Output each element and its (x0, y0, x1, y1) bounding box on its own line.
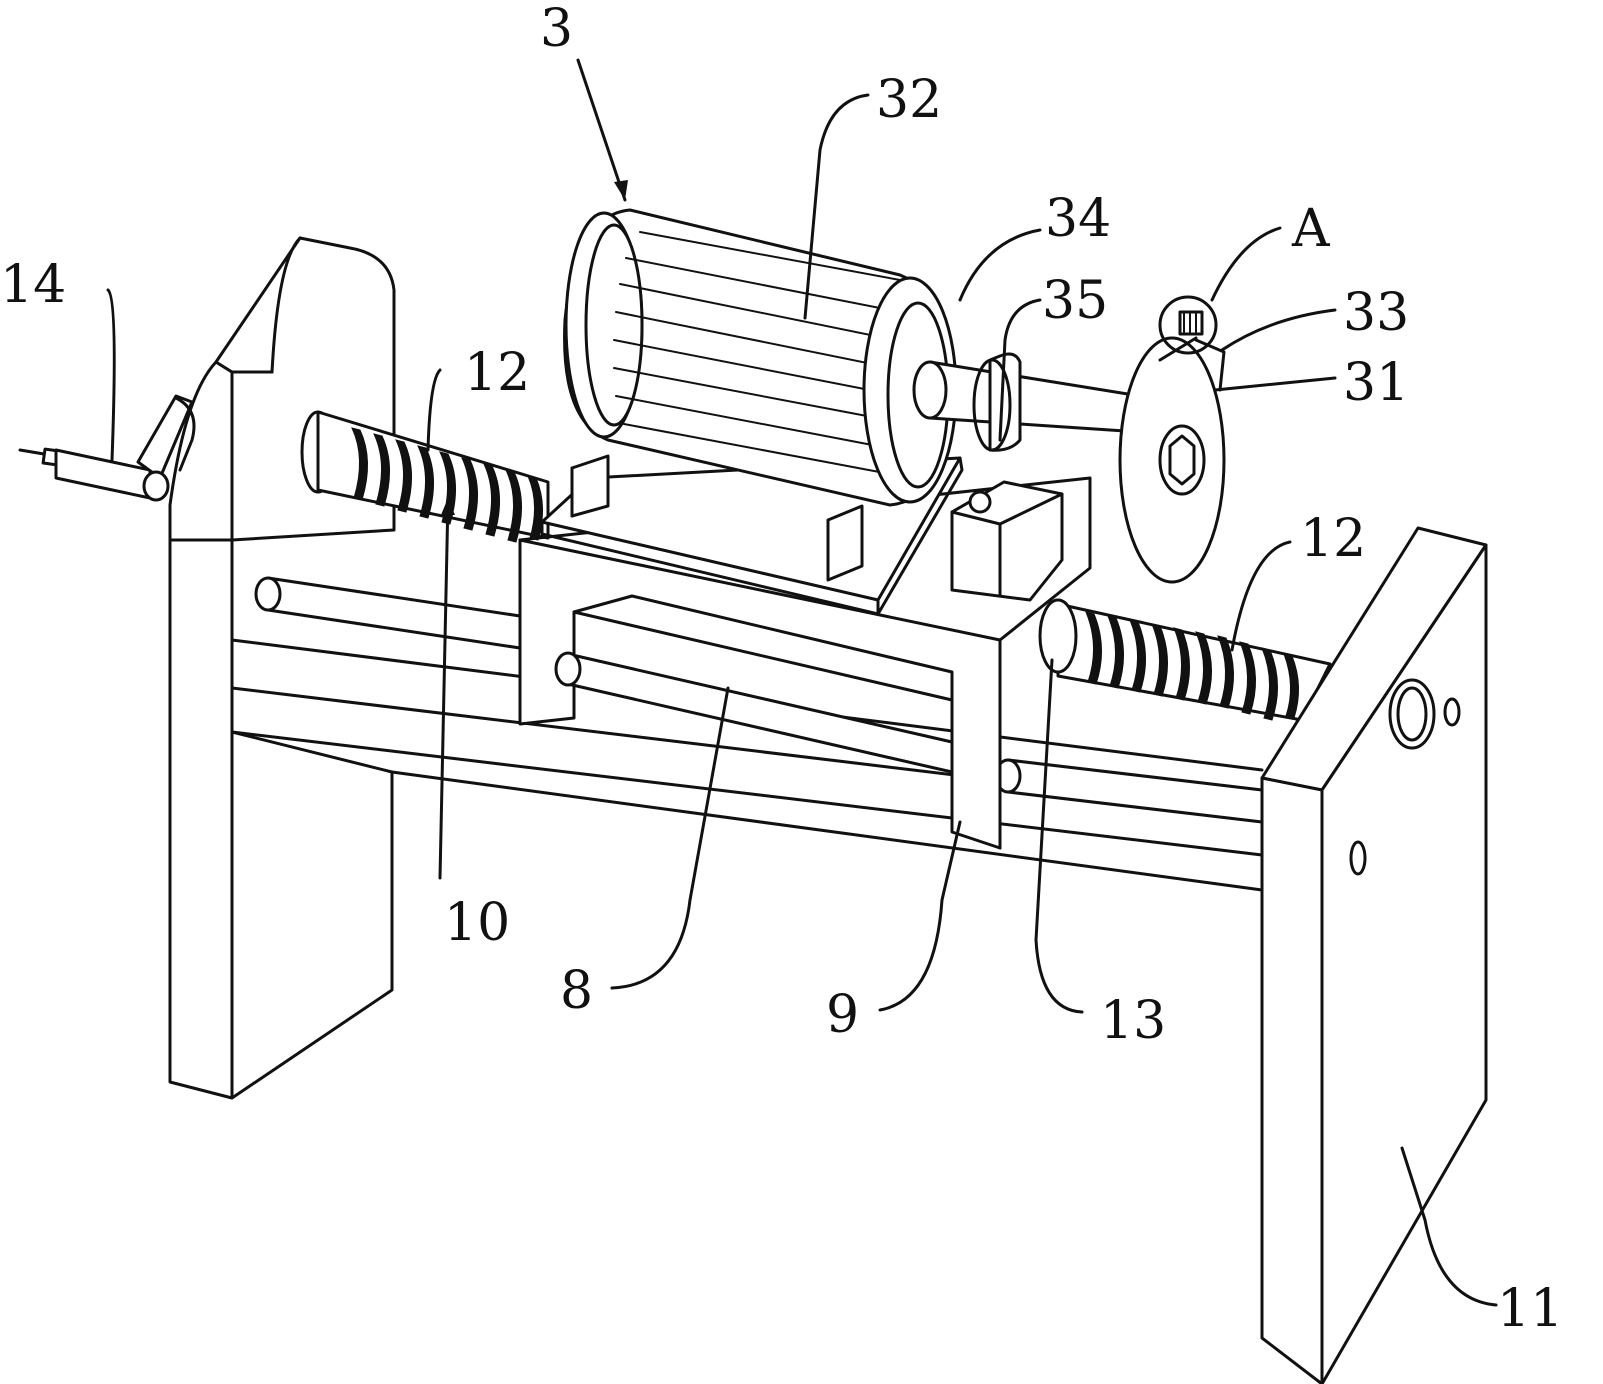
detail-a-marker (1158, 295, 1218, 355)
label-32: 32 (876, 70, 942, 130)
cutting-disc (1118, 336, 1226, 584)
label-13: 13 (1100, 991, 1166, 1051)
leader-lines (106, 58, 1498, 1307)
left-lead-screw (316, 410, 550, 543)
left-side-plate (168, 236, 396, 1100)
label-34: 34 (1045, 189, 1111, 249)
hand-crank (18, 394, 196, 502)
right-screw-threads (1085, 611, 1300, 721)
reference-labels: 3 32 34 35 A 33 31 14 12 12 10 8 9 13 11 (0, 0, 1563, 1339)
carriage-block (518, 476, 1092, 850)
bearing-block (950, 480, 1064, 602)
label-14: 14 (0, 255, 66, 315)
motor-cooling-fins (613, 231, 901, 475)
label-12-left: 12 (464, 343, 530, 403)
label-10: 10 (444, 893, 510, 953)
label-3: 3 (540, 0, 573, 59)
label-33: 33 (1343, 283, 1409, 343)
label-12-right: 12 (1300, 509, 1366, 569)
motor-feet (570, 454, 864, 582)
label-8: 8 (560, 961, 593, 1021)
left-screw-threads (351, 427, 544, 543)
right-lead-screw (1038, 598, 1332, 722)
label-31: 31 (1343, 353, 1409, 413)
right-side-plate (1260, 526, 1488, 1384)
label-a: A (1291, 199, 1331, 259)
label-35: 35 (1042, 271, 1108, 331)
label-11: 11 (1497, 1279, 1563, 1339)
label-9: 9 (826, 985, 859, 1045)
output-shaft (912, 352, 1142, 452)
motor-body (563, 208, 958, 507)
